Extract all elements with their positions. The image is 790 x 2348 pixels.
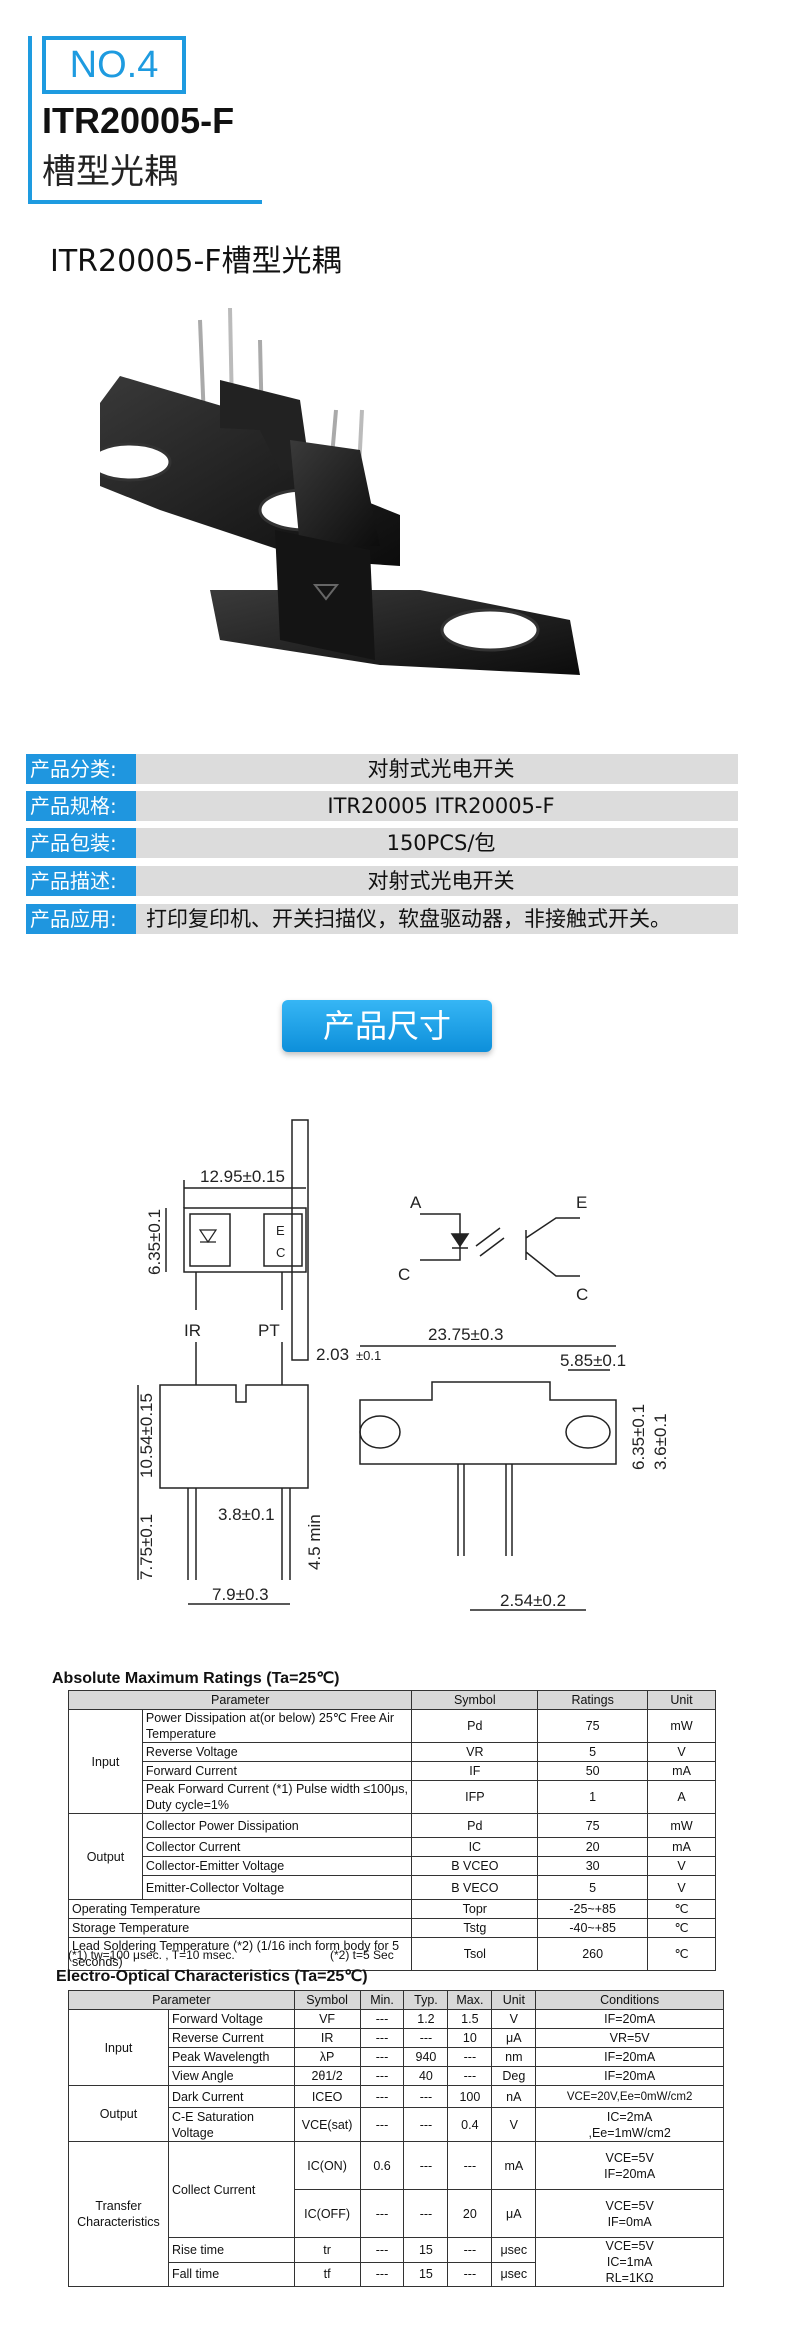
col-header: Parameter	[67, 1690, 413, 1710]
group-transfer: Transfer Characteristics	[68, 2141, 169, 2287]
col-header: Unit	[491, 1990, 537, 2010]
table-row: Input Power Dissipation at(or below) 25℃…	[68, 1709, 716, 1814]
col-header: Symbol	[411, 1690, 539, 1710]
front-view-body	[159, 1384, 309, 1489]
group-input: Input	[68, 1709, 143, 1814]
col-header: Symbol	[293, 1990, 361, 2010]
label-ir: IR	[184, 1321, 201, 1340]
table-row: Forward Current IF 50 mA	[69, 1761, 716, 1781]
dim-4-5-min: 4.5 min	[305, 1514, 324, 1570]
spec-key: 产品描述:	[26, 866, 136, 896]
dim-2-03-tol: ±0.1	[356, 1348, 381, 1363]
dim-3-6: 3.6±0.1	[651, 1413, 670, 1470]
symbol-c-right: C	[576, 1285, 588, 1304]
table-row: Collector Current IC 20 mA	[69, 1837, 716, 1857]
spec-row-application: 产品应用: 打印复印机、开关扫描仪，软盘驱动器，非接触式开关。	[26, 904, 738, 934]
table-row: Peak Wavelength λP --- 940 --- nm IF=20m…	[69, 2047, 724, 2067]
phototransistor-symbol	[525, 1217, 580, 1277]
table-row: IC(OFF) --- --- 20 μA VCE=5V IF=0mA	[69, 2189, 724, 2238]
dim-height-6-35: 6.35±0.1	[145, 1209, 164, 1275]
dim-7-75: 7.75±0.1	[137, 1514, 156, 1580]
spec-row-model: 产品规格: ITR20005 ITR20005-F	[26, 791, 738, 821]
col-header: Parameter	[68, 1990, 295, 2010]
top-view-body	[183, 1207, 307, 1273]
spec-row-package: 产品包装: 150PCS/包	[26, 828, 738, 858]
spec-value: 对射式光电开关	[367, 869, 515, 893]
dim-23-75: 23.75±0.3	[428, 1325, 504, 1344]
abs-max-title: Absolute Maximum Ratings (Ta=25℃)	[52, 1670, 340, 1687]
label-c-top: C	[276, 1245, 285, 1260]
spec-value: ITR20005 ITR20005-F	[327, 794, 555, 818]
abs-max-table: Parameter Symbol Ratings Unit Input Powe…	[67, 1690, 716, 1971]
spec-key: 产品应用:	[26, 904, 136, 934]
dim-5-85: 5.85±0.1	[560, 1351, 626, 1370]
product-photo	[100, 307, 580, 675]
dim-6-35-bottom: 6.35±0.1	[629, 1404, 648, 1470]
table-row: View Angle 2θ1/2 --- 40 --- Deg IF=20mA	[69, 2066, 724, 2086]
table-row: Input Forward Voltage VF --- 1.2 1.5 V I…	[68, 2009, 724, 2086]
collect-current-label: Collect Current	[167, 2141, 295, 2238]
product-number-badge: NO.4	[42, 36, 186, 94]
eo-title: Electro-Optical Characteristics (Ta=25℃)	[56, 1968, 368, 1985]
table-row: Lead Soldering Temperature (*2) (1/16 in…	[67, 1937, 716, 1971]
col-header: Conditions	[535, 1990, 724, 2010]
table-row: Storage Temperature Tstg -40~+85 ℃	[67, 1918, 716, 1938]
dim-2-03: 2.03	[316, 1345, 349, 1364]
table-row: C-E Saturation Voltage VCE(sat) --- --- …	[69, 2107, 724, 2142]
spec-row-description: 产品描述: 对射式光电开关	[26, 866, 738, 896]
table-row: Output Collector Power Dissipation Pd 75…	[68, 1813, 716, 1900]
spec-value: 打印复印机、开关扫描仪，软盘驱动器，非接触式开关。	[146, 907, 671, 931]
note-1: (*1) tw=100 μsec. , T=10 msec.	[68, 1948, 235, 1962]
table-row: Peak Forward Current (*1) Pulse width ≤1…	[69, 1780, 716, 1814]
dim-3-8: 3.8±0.1	[218, 1505, 275, 1524]
group-output: Output	[68, 2085, 169, 2142]
spec-value: 对射式光电开关	[367, 757, 515, 781]
dim-7-9: 7.9±0.3	[212, 1585, 269, 1604]
spec-row-category: 产品分类: 对射式光电开关	[26, 754, 738, 784]
group-input: Input	[68, 2009, 169, 2086]
dimension-drawing: E C 12.95±0.15 6.35±0.1 IR PT 2.03 ±0.1 …	[137, 1119, 670, 1611]
symbol-c-left: C	[398, 1265, 410, 1284]
table-row: Reverse Voltage VR 5 V	[69, 1742, 716, 1762]
label-e-top: E	[276, 1223, 285, 1238]
spec-key: 产品分类:	[26, 754, 136, 784]
table-row: Collector-Emitter Voltage B VCEO 30 V	[69, 1856, 716, 1876]
spec-value: 150PCS/包	[386, 831, 496, 855]
col-header: Unit	[647, 1690, 716, 1710]
spec-key: 产品规格:	[26, 791, 136, 821]
product-subtitle: ITR20005-F槽型光耦	[50, 244, 342, 279]
col-header: Min.	[359, 1990, 405, 2010]
table-row: Rise time tr --- 15 --- μsec VCE=5V IC=1…	[69, 2237, 724, 2287]
dim-width-12-95: 12.95±0.15	[200, 1167, 285, 1186]
table-row: Emitter-Collector Voltage B VECO 5 V	[69, 1875, 716, 1900]
group-output: Output	[68, 1813, 143, 1900]
table-row: Transfer Characteristics Collect Current…	[68, 2141, 724, 2287]
eo-table: Parameter Symbol Min. Typ. Max. Unit Con…	[68, 1990, 724, 2287]
symbol-a: A	[410, 1193, 422, 1212]
spec-key: 产品包装:	[26, 828, 136, 858]
col-header: Max.	[447, 1990, 493, 2010]
table-row: Operating Temperature Topr -25~+85 ℃	[67, 1899, 716, 1919]
header-frame	[28, 36, 262, 204]
table-row: Output Dark Current ICEO --- --- 100 nA …	[68, 2085, 724, 2142]
product-dimensions-button[interactable]: 产品尺寸	[282, 1000, 492, 1052]
col-header: Ratings	[537, 1690, 649, 1710]
table-row: Fall time tf --- 15 --- μsec	[69, 2261, 724, 2287]
bottom-view-body	[359, 1381, 617, 1465]
model-cn-title: 槽型光耦	[42, 152, 178, 192]
symbol-e: E	[576, 1193, 587, 1212]
dim-2-54: 2.54±0.2	[500, 1591, 566, 1610]
label-pt: PT	[258, 1321, 280, 1340]
model-title: ITR20005-F	[42, 100, 235, 141]
dim-10-54: 10.54±0.15	[137, 1393, 156, 1478]
note-2: (*2) t=5 Sec	[330, 1948, 394, 1962]
col-header: Typ.	[403, 1990, 449, 2010]
